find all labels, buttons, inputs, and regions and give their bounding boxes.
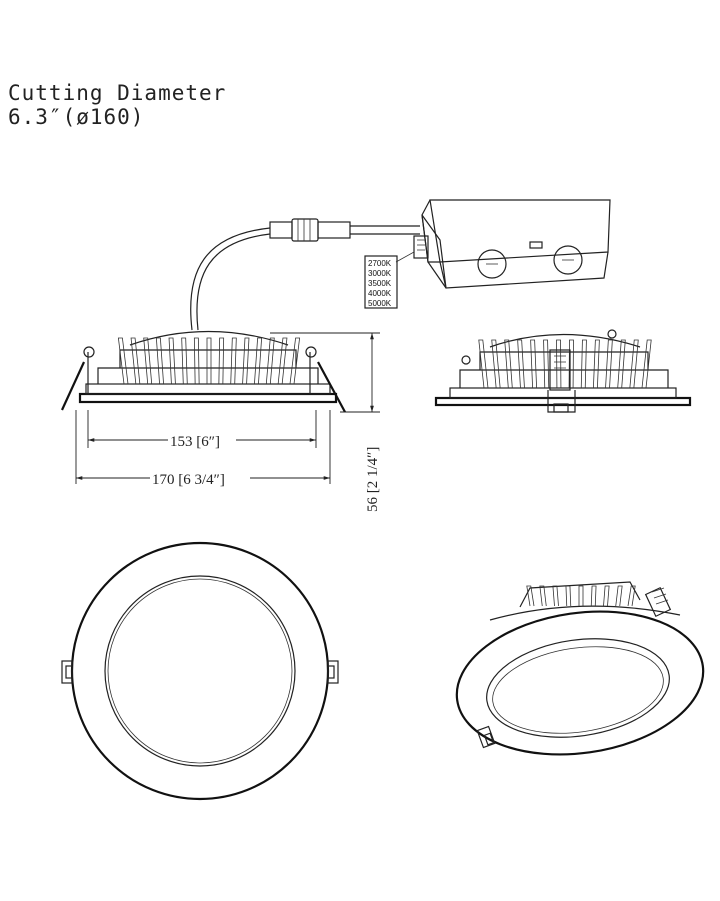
heat-sink-fin (254, 337, 263, 385)
dimension-inner-width: 153 [6″] (170, 434, 220, 450)
side-view-rear (434, 329, 692, 413)
side-view-fixture (61, 218, 420, 413)
heat-sink-fin (130, 337, 141, 385)
heat-sink-fin (641, 339, 652, 389)
knockout-icon (553, 245, 583, 275)
heat-sink-fin (543, 339, 550, 389)
knockout-icon (477, 249, 507, 279)
heat-sink-fin (580, 339, 587, 389)
heat-sink-fin (568, 339, 574, 389)
heat-sink-fin (552, 585, 559, 607)
heat-sink-fin (143, 337, 153, 385)
title-line-2: 6.3″(ø160) (8, 105, 144, 129)
heat-sink-fin (517, 339, 525, 389)
heat-sink-fin (168, 337, 176, 385)
heat-sink-fin (265, 337, 275, 385)
heat-sink-fin (206, 337, 212, 384)
driver-box (395, 199, 611, 289)
heat-sink-fin (491, 339, 501, 389)
heat-sink-fin (590, 585, 597, 607)
cct-option: 3500K (368, 279, 392, 288)
heat-sink-fin (603, 585, 610, 607)
heat-sink-fin (539, 585, 547, 607)
front-view (61, 541, 339, 801)
heat-sink-fin (578, 585, 584, 606)
cct-option: 4000K (368, 289, 392, 298)
heat-sink-fin (592, 339, 600, 389)
dimension-outer-width: 170 [6 3/4″] (152, 472, 225, 488)
heat-sink-fin (504, 339, 513, 389)
heat-sink-fin (117, 337, 129, 385)
heat-sink-fin (605, 339, 613, 389)
heat-sink-fin (230, 337, 237, 385)
heat-sink-fin (218, 337, 225, 385)
heat-sink-fin (627, 585, 636, 607)
perspective-view (455, 581, 705, 756)
heat-sink-fin (617, 339, 626, 389)
heat-sink-fin (181, 337, 188, 385)
heat-sink-fin (556, 339, 562, 389)
heat-sink-fin (478, 339, 489, 389)
heat-sink-fin (526, 585, 535, 607)
cct-option: 2700K (368, 259, 392, 268)
cct-selector-label: 2700K 3000K 3500K 4000K 5000K (364, 255, 398, 309)
cct-option: 3000K (368, 269, 392, 278)
heat-sink-fin (289, 337, 301, 385)
heat-sink-fin (242, 337, 250, 385)
title-line-1: Cutting Diameter (8, 81, 226, 105)
dimension-annotations: 153 [6″] 170 [6 3/4″] 56 [2 1/4″] (75, 332, 381, 512)
heat-sink-fin (629, 339, 639, 389)
heat-sink-fin (193, 337, 200, 385)
heat-sink-fin (615, 585, 623, 607)
dimension-height: 56 [2 1/4″] (365, 447, 381, 512)
heat-sink-fin (565, 585, 572, 607)
heat-sink-fin (530, 339, 538, 389)
heat-sink-fin (277, 337, 288, 385)
cct-option: 5000K (368, 299, 392, 308)
heat-sink-fin (155, 337, 164, 385)
